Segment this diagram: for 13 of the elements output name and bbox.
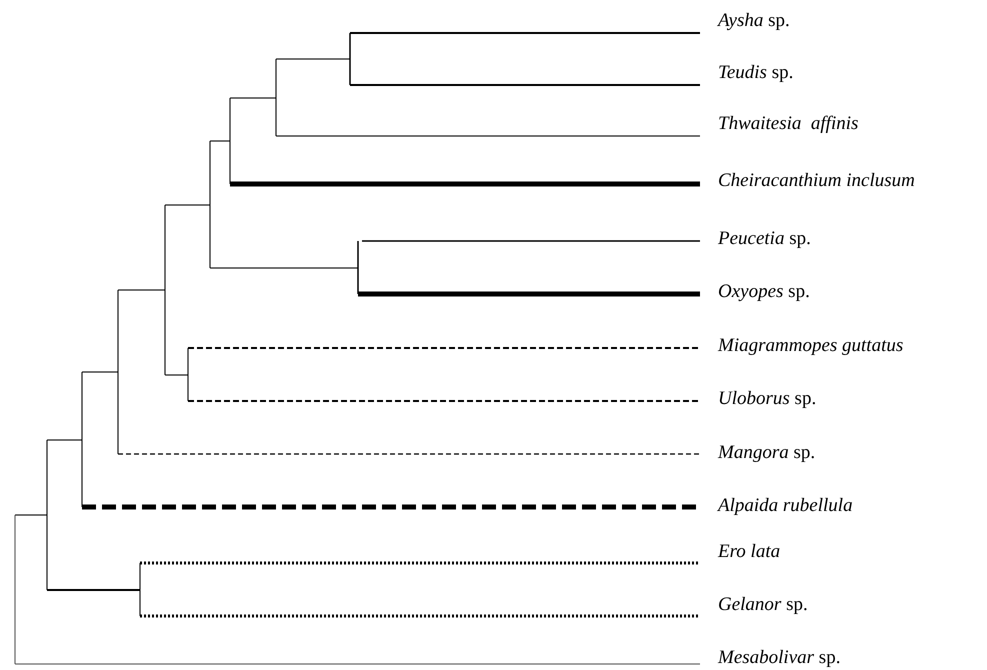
species-label: Mesabolivar sp. (718, 647, 840, 669)
species-label: Miagrammopes guttatus (718, 335, 904, 357)
species-label: Gelanor sp. (718, 594, 808, 616)
species-label: Ero lata (718, 541, 780, 563)
species-label: Mangora sp. (718, 442, 816, 464)
species-label: Oxyopes sp. (718, 281, 810, 303)
species-label: Thwaitesia affinis (718, 113, 858, 135)
species-label: Peucetia sp. (718, 228, 811, 250)
species-label: Teudis sp. (718, 62, 794, 84)
species-label: Alpaida rubellula (718, 495, 853, 517)
species-label: Cheiracanthium inclusum (718, 170, 915, 192)
species-label: Aysha sp. (718, 10, 790, 32)
species-label: Uloborus sp. (718, 388, 816, 410)
